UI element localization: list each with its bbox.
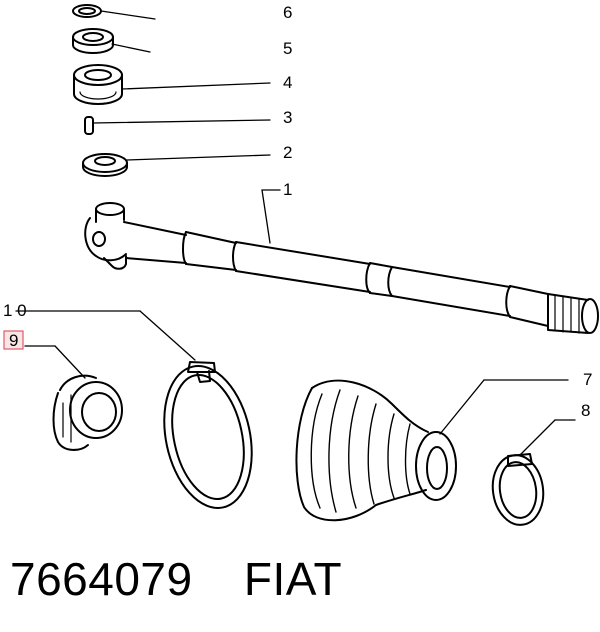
callout-2: 2: [283, 143, 292, 162]
callout-4: 4: [283, 73, 292, 92]
callout-3: 3: [283, 108, 292, 127]
part-5-seal: [72, 28, 151, 54]
part-10-large-clamp: [15, 310, 253, 509]
part-8-small-clamp: [491, 419, 576, 526]
callout-6: 6: [283, 3, 292, 22]
callout-5: 5: [283, 39, 292, 58]
callout-7: 7: [583, 370, 592, 389]
part-2-washer: [82, 153, 271, 177]
footer-caption: 7664079 FIAT: [10, 552, 342, 606]
part-7-boot: [295, 379, 569, 522]
brand-name: FIAT: [243, 553, 343, 605]
part-9-bush: [24, 345, 123, 451]
part-4-bearing: [73, 64, 271, 105]
callout-1: 1: [283, 180, 292, 199]
callout-9-highlight: [3, 330, 24, 350]
callout-8: 8: [581, 401, 590, 420]
part-number: 7664079: [10, 553, 193, 605]
part-6-snap-ring: [72, 4, 156, 20]
callout-9: 9: [9, 331, 18, 350]
callout-10: 1 0: [3, 301, 27, 320]
part-3-pin: [84, 116, 271, 135]
part-1-shaft: [84, 189, 599, 334]
